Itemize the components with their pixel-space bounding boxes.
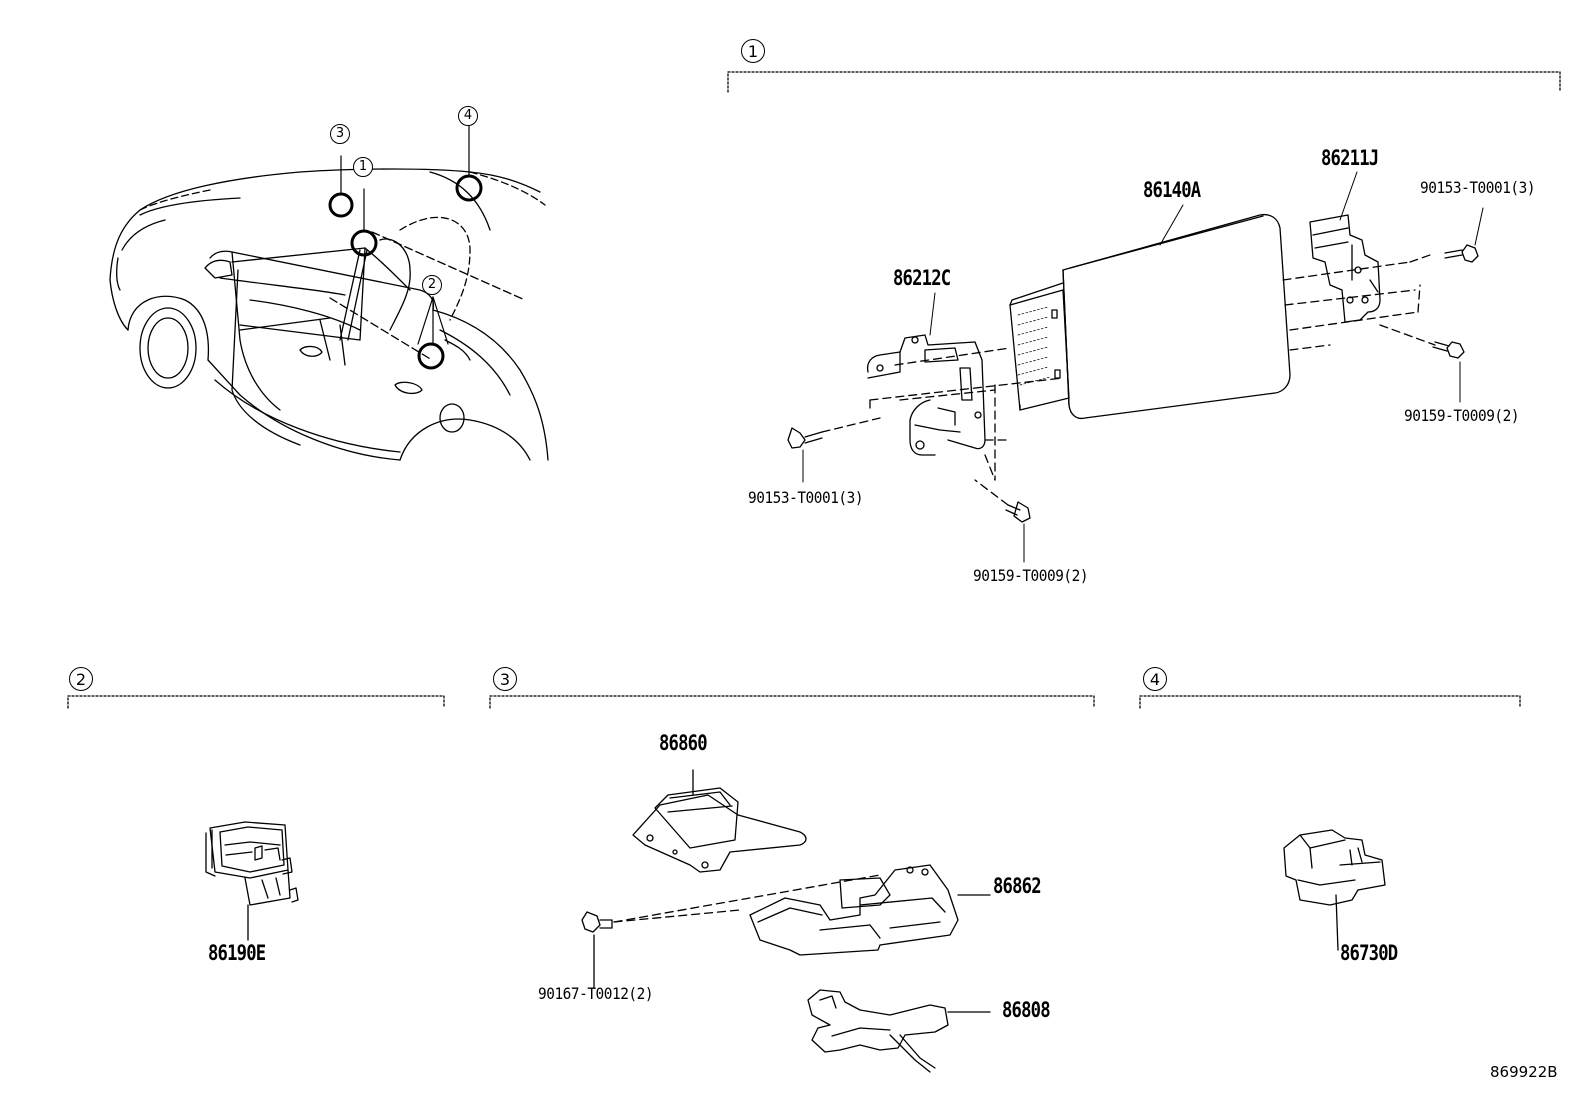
section-2-bracket bbox=[67, 695, 445, 709]
screw-section3 bbox=[581, 911, 613, 989]
label-switch-86190E: 86190E bbox=[208, 941, 266, 965]
label-bracket-86212C: 86212C bbox=[893, 266, 951, 290]
label-screw-left-bottom: 90159-T0009(2) bbox=[973, 566, 1089, 585]
leaders-section1 bbox=[802, 171, 1484, 563]
drawing-id: 869922B bbox=[1490, 1063, 1558, 1081]
label-screw-90167: 90167-T0012(2) bbox=[538, 984, 654, 1003]
module-drawing bbox=[632, 769, 807, 873]
car-callout-4: 4 bbox=[458, 106, 478, 126]
car-callout-1: 1 bbox=[353, 157, 373, 177]
car-callout-2: 2 bbox=[422, 275, 442, 295]
car-callout-3: 3 bbox=[330, 124, 350, 144]
label-bracket-86211J: 86211J bbox=[1321, 146, 1379, 170]
module-bracket-drawing bbox=[749, 864, 991, 956]
label-screw-right-bottom: 90159-T0009(2) bbox=[1404, 406, 1520, 425]
label-screw-right-top: 90153-T0001(3) bbox=[1420, 178, 1536, 197]
section-number-1: 1 bbox=[741, 39, 765, 63]
label-display-86140A: 86140A bbox=[1143, 178, 1201, 202]
assembly-lines-section3 bbox=[613, 874, 881, 923]
car-illustration bbox=[109, 168, 549, 461]
section-4-bracket bbox=[1139, 695, 1521, 709]
right-bracket-drawing bbox=[1309, 214, 1381, 323]
car-callout-leaders bbox=[340, 125, 470, 345]
switch-drawing bbox=[205, 821, 299, 941]
screws-section1 bbox=[787, 244, 1479, 523]
section-number-3: 3 bbox=[493, 667, 517, 691]
harness-drawing bbox=[807, 989, 991, 1073]
connector-drawing bbox=[1283, 829, 1386, 951]
label-connector-86730D: 86730D bbox=[1340, 941, 1398, 965]
section-1-bracket bbox=[727, 71, 1561, 93]
section-3-bracket bbox=[489, 695, 1095, 709]
label-screw-left-top: 90153-T0001(3) bbox=[748, 488, 864, 507]
section-number-4: 4 bbox=[1143, 667, 1167, 691]
label-module-86860: 86860 bbox=[659, 731, 708, 755]
label-harness-86808: 86808 bbox=[1002, 998, 1051, 1022]
label-bracket-86862: 86862 bbox=[993, 874, 1042, 898]
display-unit-drawing bbox=[1009, 213, 1291, 420]
assembly-lines-section1 bbox=[821, 254, 1436, 506]
left-bracket-drawing bbox=[866, 334, 986, 456]
section-number-2: 2 bbox=[69, 667, 93, 691]
